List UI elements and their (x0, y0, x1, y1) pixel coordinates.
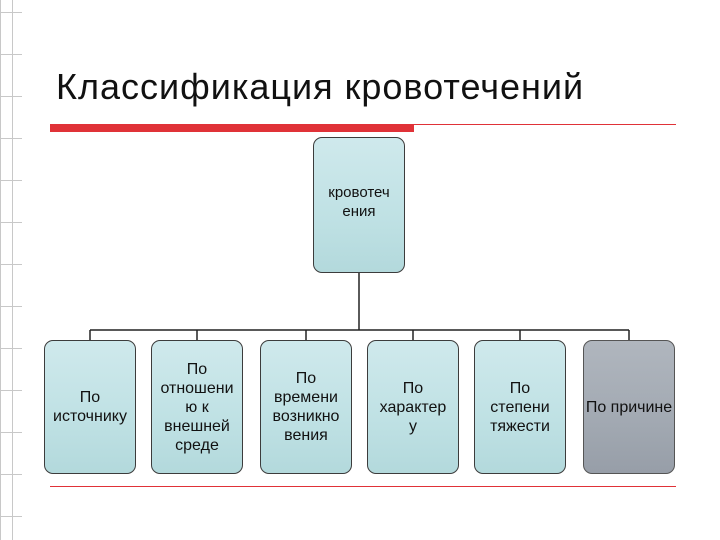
child-node-cause: По причине (583, 340, 675, 474)
root-node-label: кровотеч ения (328, 184, 390, 220)
child-node-label: По степени тяжести (490, 379, 550, 435)
footer-rule (50, 486, 676, 487)
child-node-label: По отношени ю к внешней среде (160, 360, 234, 454)
child-node-source: По источнику (44, 340, 136, 474)
title-underline-accent (50, 124, 414, 132)
child-node-label: По времени возникно вения (272, 370, 340, 444)
child-node-time-of-onset: По времени возникно вения (260, 340, 352, 474)
child-node-label: По источнику (53, 389, 127, 425)
title-underline-thin (414, 124, 676, 125)
child-node-label: По причине (585, 398, 673, 416)
slide-title: Классификация кровотечений (56, 66, 585, 107)
child-node-severity: По степени тяжести (474, 340, 566, 474)
child-node-external-environment: По отношени ю к внешней среде (151, 340, 243, 474)
child-node-label: По характер у (379, 379, 447, 435)
root-node: кровотеч ения (313, 137, 405, 273)
decorative-grid (0, 0, 22, 540)
child-node-character: По характер у (367, 340, 459, 474)
